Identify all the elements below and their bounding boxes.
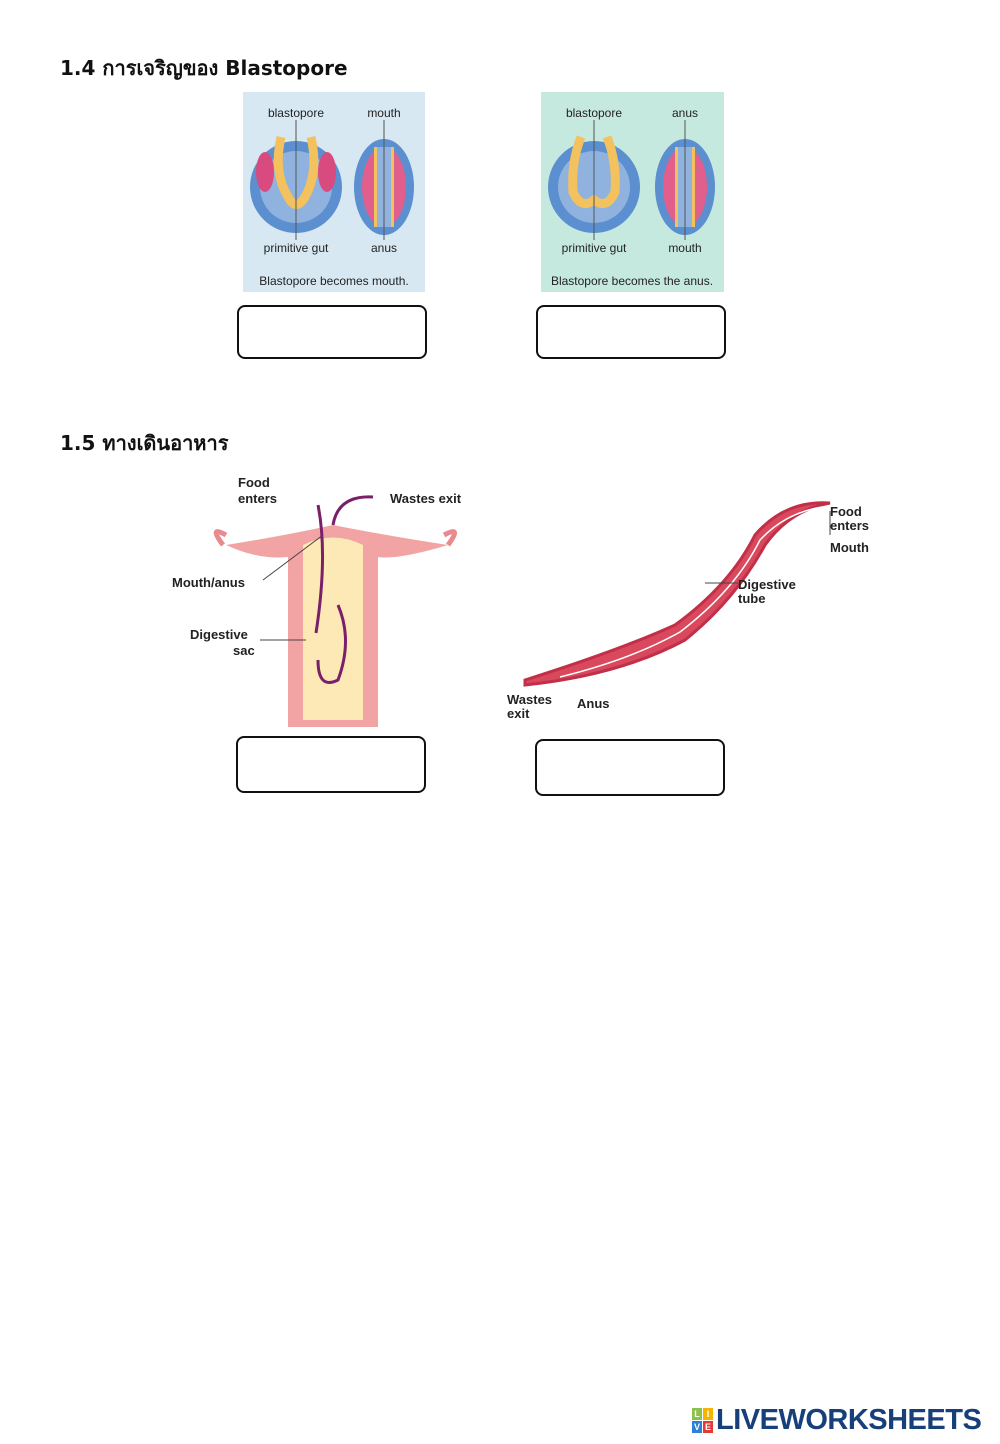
deuterostome-diagram: blastopore anus primitive gut mouth Blas… <box>541 92 724 292</box>
logo-letter: I <box>703 1408 713 1420</box>
label-wastes-exit: Wastes exit <box>390 491 462 506</box>
logo-letter: E <box>703 1421 713 1433</box>
digestive-tube-diagram: Food enters Mouth Digestive tube Wastes … <box>500 465 873 735</box>
label-anus: anus <box>371 241 397 255</box>
answer-input-digestive-tube[interactable] <box>535 739 725 796</box>
label-wastes-exit-1: Wastes <box>507 692 552 707</box>
logo-letter: L <box>692 1408 702 1420</box>
logo-icon: L I V E <box>692 1408 713 1433</box>
digestive-sac-diagram: Food enters Wastes exit Mouth/anus Diges… <box>168 465 490 735</box>
label-mouth-anus: Mouth/anus <box>172 575 245 590</box>
caption: Blastopore becomes the anus. <box>551 274 713 288</box>
label-anus: Anus <box>577 696 610 711</box>
label-blastopore: blastopore <box>268 106 324 120</box>
section-heading-blastopore: 1.4 การเจริญของ Blastopore <box>60 56 348 80</box>
label-mouth: mouth <box>367 106 400 120</box>
label-mouth: Mouth <box>830 540 869 555</box>
caption: Blastopore becomes mouth. <box>259 274 408 288</box>
label-food-enters-2: enters <box>238 491 277 506</box>
protostome-diagram: blastopore mouth primitive gut anus Blas… <box>243 92 425 292</box>
logo-text: LIVEWORKSHEETS <box>716 1404 982 1436</box>
label-food-enters-2: enters <box>830 518 869 533</box>
label-blastopore: blastopore <box>566 106 622 120</box>
logo-letter: V <box>692 1421 702 1433</box>
label-mouth: mouth <box>668 241 701 255</box>
answer-input-blastopore-anus[interactable] <box>536 305 726 359</box>
label-digestive-sac-2: sac <box>233 643 255 658</box>
answer-input-digestive-sac[interactable] <box>236 736 426 793</box>
label-primitive-gut: primitive gut <box>562 241 627 255</box>
label-digestive-tube-2: tube <box>738 591 765 606</box>
liveworksheets-logo: L I V E LIVEWORKSHEETS <box>692 1404 982 1437</box>
section-heading-digestive-tract: 1.5 ทางเดินอาหาร <box>60 431 229 455</box>
label-digestive-sac-1: Digestive <box>190 627 248 642</box>
label-anus: anus <box>672 106 698 120</box>
label-digestive-tube-1: Digestive <box>738 577 796 592</box>
answer-input-blastopore-mouth[interactable] <box>237 305 427 359</box>
label-food-enters-1: Food <box>238 475 270 490</box>
label-food-enters-1: Food <box>830 504 862 519</box>
label-wastes-exit-2: exit <box>507 706 530 721</box>
label-primitive-gut: primitive gut <box>264 241 329 255</box>
